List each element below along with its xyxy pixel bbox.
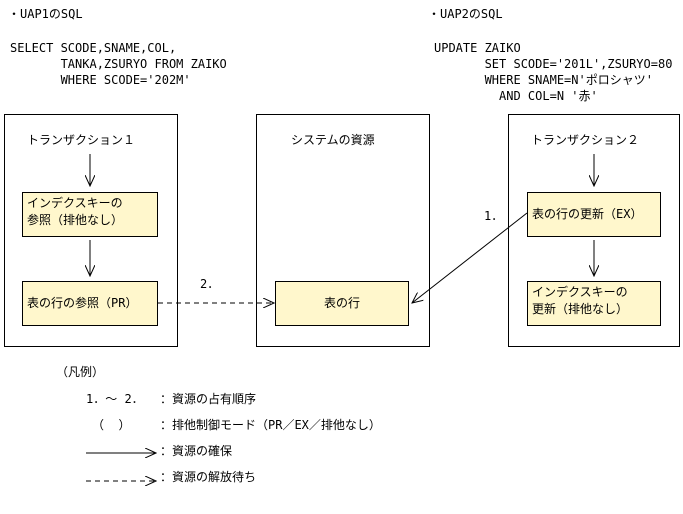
order-label-2: 2． [200, 277, 220, 291]
legend-order-symbol: 1．～ 2． [86, 392, 144, 406]
uap1-sql-line: SELECT SCODE,SNAME,COL, [10, 41, 177, 55]
legend-order-desc: ：資源の占有順序 [160, 392, 257, 406]
legend-solid-desc: ：資源の確保 [160, 444, 233, 458]
transaction-1-title: トランザクション１ [27, 133, 136, 147]
transaction-2-title: トランザクション２ [531, 133, 640, 147]
uap2-sql-line: SET SCODE='201L',ZSURYO=80 [434, 57, 673, 71]
legend-paren-symbol: （ ） [92, 418, 131, 432]
uap2-sql-line: AND COL=N '赤' [434, 89, 598, 103]
uap2-sql-line: UPDATE ZAIKO [434, 41, 521, 55]
tx1-index-key-reference: インデクスキーの 参照（排他なし） [22, 192, 158, 237]
tx2-index-key-update: インデクスキーの 更新（排他なし） [527, 281, 661, 326]
uap2-title: ・UAP2のSQL [428, 7, 503, 21]
system-resource-title: システムの資源 [291, 133, 375, 147]
uap2-sql-line: WHERE SNAME=N'ポロシャツ' [434, 73, 653, 87]
legend-paren-desc: ：排他制御モード（PR／EX／排他なし） [160, 418, 381, 432]
resource-table-row: 表の行 [275, 281, 409, 326]
legend-dashed-desc: ：資源の解放待ち [160, 470, 257, 484]
order-label-1: 1． [484, 209, 504, 223]
legend-title: （凡例） [56, 365, 105, 379]
uap1-sql-line: WHERE SCODE='202M' [10, 73, 191, 87]
tx1-table-row-reference: 表の行の参照（PR） [22, 281, 158, 326]
acquire-arrow [412, 212, 528, 303]
uap1-sql-line: TANKA,ZSURYO FROM ZAIKO [10, 57, 227, 71]
uap1-title: ・UAP1のSQL [8, 7, 83, 21]
tx2-table-row-update: 表の行の更新（EX） [527, 192, 661, 237]
